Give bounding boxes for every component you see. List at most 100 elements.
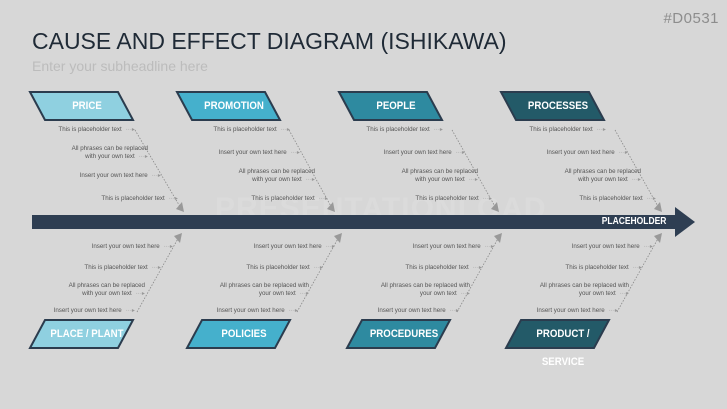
- category-label[interactable]: PRICE: [72, 100, 102, 112]
- category-label[interactable]: PROCESSES: [527, 100, 589, 112]
- cause-item-text: All phrases can be replaced with: [380, 282, 470, 289]
- cause-item[interactable]: Insert your own text here···▸: [217, 307, 298, 315]
- category-box: [175, 91, 282, 121]
- dotted-arrow-icon: ···▸: [455, 149, 465, 156]
- cause-item[interactable]: Insert your own text here···▸: [219, 149, 300, 157]
- dotted-arrow-icon: ···▸: [318, 195, 328, 202]
- dotted-arrow-icon: ···▸: [484, 243, 494, 250]
- cause-item[interactable]: Insert your own text here···▸: [254, 243, 335, 251]
- bone-arrowhead-icon: [327, 202, 335, 212]
- category-box: [345, 319, 452, 349]
- cause-item[interactable]: This is placeholder text···▸: [565, 264, 642, 272]
- dotted-arrow-icon: ···▸: [460, 290, 470, 297]
- cause-item[interactable]: This is placeholder text···▸: [213, 126, 290, 134]
- cause-item[interactable]: Insert your own text here···▸: [378, 307, 459, 315]
- dotted-arrow-icon: ···▸: [299, 290, 309, 297]
- dotted-arrow-icon: ···▸: [280, 126, 290, 133]
- cause-item-text: with your own text: [82, 290, 132, 297]
- dotted-arrow-icon: ···▸: [619, 290, 629, 297]
- bone-arrowhead-icon: [176, 202, 184, 212]
- category-label[interactable]: PROCEDURES: [369, 328, 439, 340]
- cause-item-text: All phrases can be replaced: [68, 282, 145, 289]
- cause-item-text: This is placeholder text: [251, 195, 315, 202]
- cause-item-text: All phrases can be replaced: [401, 168, 478, 175]
- cause-item[interactable]: Insert your own text here···▸: [572, 243, 653, 251]
- cause-item-text: All phrases can be replaced with: [219, 282, 309, 289]
- cause-item[interactable]: This is placeholder text···▸: [251, 195, 328, 203]
- cause-item-text: Insert your own text here: [546, 149, 615, 156]
- cause-item[interactable]: This is placeholder text···▸: [405, 264, 482, 272]
- cause-item[interactable]: This is placeholder text···▸: [366, 126, 443, 134]
- cause-item-text: Insert your own text here: [536, 307, 605, 314]
- category-label[interactable]: PEOPLE: [376, 100, 416, 112]
- dotted-arrow-icon: ···▸: [596, 126, 606, 133]
- cause-item[interactable]: This is placeholder text···▸: [84, 264, 161, 272]
- cause-item-text: with your own text: [85, 153, 135, 160]
- cause-item[interactable]: Insert your own text here···▸: [413, 243, 494, 251]
- page-title[interactable]: CAUSE AND EFFECT DIAGRAM (ISHIKAWA): [32, 28, 507, 54]
- cause-item-text: All phrases can be replaced: [71, 145, 148, 152]
- cause-item[interactable]: Insert your own text here···▸: [384, 149, 465, 157]
- category-box: [28, 319, 135, 349]
- dotted-arrow-icon: ···▸: [631, 176, 641, 183]
- cause-item-text: This is placeholder text: [101, 195, 165, 202]
- subheadline[interactable]: Enter your subheadline here: [32, 58, 208, 74]
- cause-item[interactable]: This is placeholder text···▸: [415, 195, 492, 203]
- cause-item-text: This is placeholder text: [405, 264, 469, 271]
- dotted-arrow-icon: ···▸: [135, 290, 145, 297]
- cause-item[interactable]: Insert your own text here···▸: [547, 149, 628, 157]
- cause-item[interactable]: This is placeholder text···▸: [529, 126, 606, 134]
- cause-item-text: This is placeholder text: [579, 195, 643, 202]
- dotted-arrow-icon: ···▸: [608, 307, 618, 314]
- bone-line: [451, 129, 498, 211]
- spine-label[interactable]: PLACEHOLDER: [601, 216, 667, 227]
- cause-item-text: Insert your own text here: [91, 243, 160, 250]
- cause-item[interactable]: This is placeholder text···▸: [246, 264, 323, 272]
- cause-item[interactable]: This is placeholder text···▸: [58, 126, 135, 134]
- spine: [32, 215, 678, 229]
- cause-item[interactable]: Insert your own text here···▸: [92, 243, 173, 251]
- category-label[interactable]: PLACE / PLANT: [50, 328, 124, 340]
- dotted-arrow-icon: ···▸: [305, 176, 315, 183]
- cause-item-text: This is placeholder text: [415, 195, 479, 202]
- cause-item[interactable]: Insert your own text here···▸: [54, 307, 135, 315]
- cause-item-text: All phrases can be replaced: [564, 168, 641, 175]
- dotted-arrow-icon: ···▸: [125, 126, 135, 133]
- cause-item-text: Insert your own text here: [383, 149, 452, 156]
- category-box: [185, 319, 292, 349]
- cause-item-text: This is placeholder text: [213, 126, 277, 133]
- bone-arrowhead-icon: [494, 233, 502, 243]
- category-box: [499, 91, 606, 121]
- dotted-arrow-icon: ···▸: [138, 153, 148, 160]
- cause-item[interactable]: Insert your own text here···▸: [537, 307, 618, 315]
- cause-item[interactable]: This is placeholder text···▸: [579, 195, 656, 203]
- cause-item[interactable]: This is placeholder text···▸: [101, 195, 178, 203]
- slide-code: #D0531: [663, 10, 719, 27]
- bone-line: [614, 129, 661, 211]
- cause-item-text: Insert your own text here: [218, 149, 287, 156]
- category-label[interactable]: PRODUCT / SERVICE: [536, 328, 590, 368]
- cause-item-text: This is placeholder text: [246, 264, 310, 271]
- dotted-arrow-icon: ···▸: [482, 195, 492, 202]
- cause-item-text: Insert your own text here: [377, 307, 446, 314]
- dotted-arrow-icon: ···▸: [288, 307, 298, 314]
- bone-arrowhead-icon: [334, 233, 342, 243]
- category-box: [504, 319, 611, 349]
- cause-item-text: Insert your own text here: [53, 307, 122, 314]
- bone-line: [288, 129, 334, 211]
- bone-arrowhead-icon: [174, 233, 182, 243]
- category-label[interactable]: PROMOTION: [204, 100, 264, 112]
- bone-arrowhead-icon: [491, 202, 499, 212]
- category-label[interactable]: POLICIES: [221, 328, 267, 340]
- cause-item[interactable]: Insert your own text here···▸: [80, 172, 161, 180]
